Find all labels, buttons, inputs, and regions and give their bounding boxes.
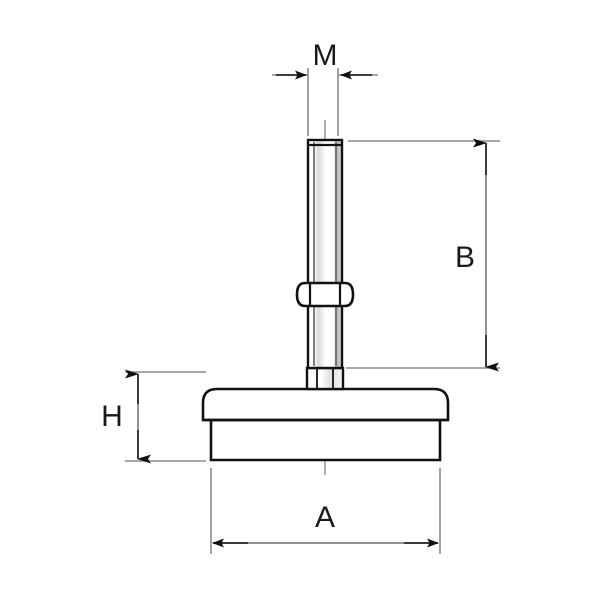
stud-body	[306, 138, 344, 370]
base-upper-shoulder	[201, 387, 450, 422]
collar-body	[305, 366, 345, 391]
collar-boss	[305, 366, 345, 391]
base-pad	[201, 387, 450, 462]
dimension-label-m: M	[313, 39, 338, 72]
dimension-lines	[125, 70, 499, 548]
dimension-label-a: A	[315, 501, 335, 534]
dimension-label-h: H	[101, 400, 123, 433]
dimension-label-b: B	[455, 241, 475, 274]
base-lower-body	[209, 418, 442, 462]
hex-lock-nut	[295, 281, 355, 308]
threaded-stud	[306, 138, 344, 370]
hex-nut-body	[295, 281, 355, 308]
